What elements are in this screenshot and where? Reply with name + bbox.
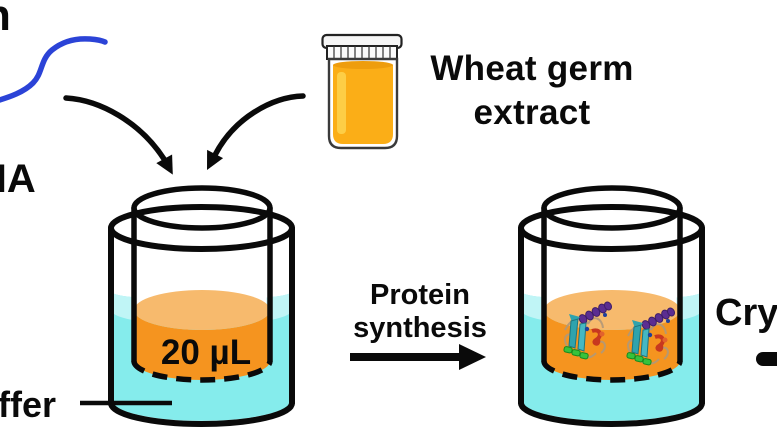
crystallization-label: Crys (715, 292, 777, 334)
pour-arrow-right-icon (207, 93, 306, 170)
protein-synthesis-line2: synthesis (353, 312, 487, 345)
pour-arrow-left-icon (63, 95, 173, 175)
wheat-germ-line2: extract (473, 92, 591, 132)
extract-vial-icon (321, 33, 403, 150)
protein-synthesis-label: Protein synthesis (320, 279, 520, 346)
wheat-germ-extract-label: Wheat germ extract (382, 47, 682, 135)
mrna-squiggle-icon (0, 36, 108, 103)
clipped-label-top-left: n (0, 0, 11, 38)
vial-liquid (333, 65, 393, 144)
buffer-label: ffer (0, 384, 57, 425)
volume-label: 20 µL (160, 333, 252, 372)
dialysis-cup-icon (111, 188, 292, 424)
protein-synthesis-line1: Protein (370, 279, 470, 311)
wheat-germ-line1: Wheat germ (430, 49, 634, 88)
protein-synthesis-arrow-icon (350, 344, 486, 370)
mrna-label: NA (0, 157, 36, 201)
